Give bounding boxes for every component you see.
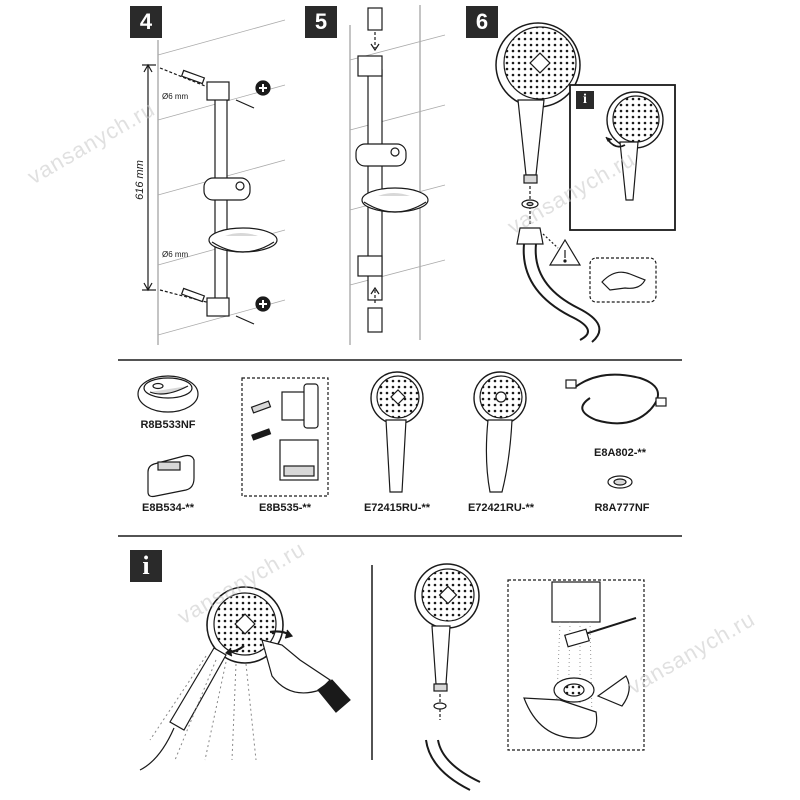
info-icon: i — [576, 91, 594, 109]
cleaning-nozzles-drawing — [139, 586, 351, 771]
step-badge-4: 4 — [130, 6, 162, 38]
part-code-washer: R8A777NF — [594, 502, 650, 514]
step-6-drawing — [495, 22, 676, 343]
step-4-drawing — [142, 19, 286, 345]
step-badge-6: 6 — [466, 6, 498, 38]
part-code-bracket-set: E8B535-** — [259, 502, 311, 514]
part-code-hand-shower-1: E72415RU-** — [363, 502, 431, 514]
step-badge-5: 5 — [305, 6, 337, 38]
part-code-slider: E8B534-** — [142, 502, 194, 514]
plus-icon — [259, 84, 267, 308]
part-code-hand-shower-2: E72421RU-** — [467, 502, 535, 514]
screw-diameter-top: Ø6 mm — [162, 92, 189, 101]
rail-length: 616 mm — [134, 160, 146, 200]
part-code-soap-dish: R8B533NF — [140, 419, 196, 431]
part-code-hose: E8A802-** — [594, 447, 646, 459]
info-icon: i — [130, 550, 162, 582]
parts-drawings — [137, 371, 667, 498]
washer-cleaning-drawing — [414, 563, 645, 791]
step-5-drawing — [349, 5, 446, 345]
screw-diameter-bottom: Ø6 mm — [162, 250, 189, 259]
